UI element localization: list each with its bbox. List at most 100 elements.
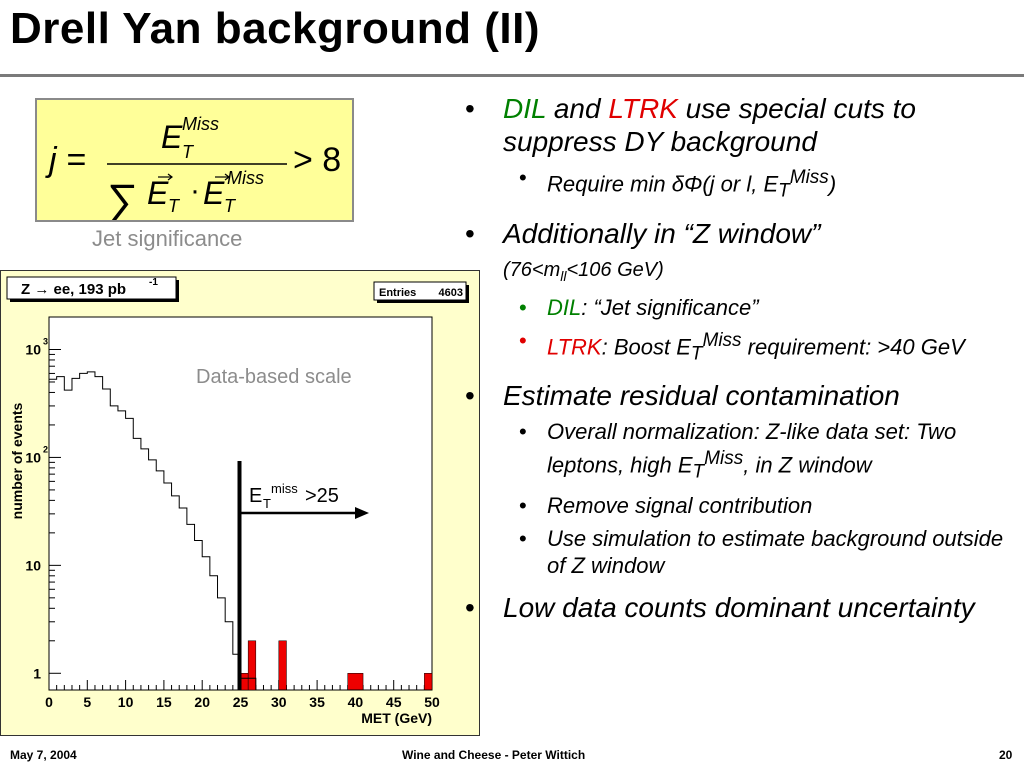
plot-label-shadow-b — [10, 299, 179, 302]
x-tick-label: 30 — [271, 694, 287, 710]
bullet-1-1-sup: Miss — [789, 167, 829, 188]
dil-term-2: DIL — [547, 294, 582, 320]
cut-label-e: E — [249, 485, 262, 507]
x-tick-label: 15 — [156, 694, 172, 710]
cut-label-value: >25 — [305, 485, 339, 507]
footer-page-number: 20 — [999, 748, 1013, 762]
x-tick-label: 25 — [233, 694, 249, 710]
cut-arrowhead — [355, 507, 369, 519]
sub-bullet-dot: • — [519, 419, 527, 445]
bullet-3-2-text: Remove signal contribution — [547, 493, 813, 519]
formula-sum-symbol: ∑ — [107, 176, 138, 220]
bullet-dot: • — [465, 380, 475, 412]
y-tick-label-sup: 2 — [43, 444, 48, 454]
y-axis-label: number of events — [9, 402, 25, 519]
bullet-2-2-sub: T — [690, 343, 703, 365]
formula-caption: Jet significance — [92, 226, 243, 251]
y-tick-label: 10 — [25, 449, 41, 465]
x-tick-label: 5 — [83, 694, 91, 710]
stats-shadow-r — [466, 285, 469, 303]
bullet-4-text: Low data counts dominant uncertainty — [503, 592, 975, 624]
cut-label-sub: T — [263, 496, 271, 511]
bullet-3-text: Estimate residual contamination — [503, 380, 900, 412]
range-pre: (76<m — [503, 258, 561, 281]
footer-center: Wine and Cheese - Peter Wittich — [402, 748, 586, 762]
formula-lhs: j = — [45, 141, 86, 179]
title-divider — [0, 74, 1024, 77]
bullet-2-text: Additionally in “Z window” — [503, 217, 821, 249]
stats-value: 4603 — [439, 287, 463, 299]
vector-arrowhead-1 — [167, 173, 173, 181]
bullet-2-2-pre: : Boost E — [601, 334, 691, 360]
dil-term: DIL — [503, 93, 547, 124]
bullet-3: • Estimate residual contamination • Over… — [455, 379, 1015, 579]
sub-bullet-dot: • — [519, 493, 527, 519]
slide-title: Drell Yan background (II) — [10, 4, 541, 53]
z-window-range: (76<mll<106 GeV) — [503, 258, 664, 284]
sub-bullet-dot: • — [519, 294, 527, 320]
footer-date: May 7, 2004 — [10, 748, 77, 762]
red-bin — [347, 673, 364, 691]
bullet-3-1-sup: Miss — [704, 448, 744, 470]
range-post: <106 GeV) — [566, 258, 664, 281]
formula-numerator-sup: Miss — [182, 114, 219, 134]
formula-den-e1: E — [147, 175, 169, 211]
bullet-1-rest: use special cuts to suppress DY backgrou… — [503, 93, 916, 157]
ltrk-term: LTRK — [608, 93, 678, 124]
bullet-3-3-text: Use simulation to estimate background ou… — [547, 526, 1004, 579]
bullet-1: • DIL and LTRK use special cuts to suppr… — [455, 92, 1015, 205]
formula-box: j = E T Miss ∑ E T · E T Miss > 8 — [35, 98, 354, 222]
formula-numerator: E — [161, 119, 183, 155]
bullet-dot: • — [465, 592, 475, 624]
bullet-2-1: • DIL: “Jet significance” — [455, 294, 1015, 321]
formula-rhs: > 8 — [293, 141, 341, 179]
x-tick-label: 40 — [348, 694, 364, 710]
stats-shadow-b — [377, 300, 469, 303]
ltrk-term-2: LTRK — [547, 334, 602, 360]
y-tick-label: 10 — [25, 341, 41, 357]
bullet-3-1: • Overall normalization: Z-like data set… — [455, 418, 1015, 486]
sub-bullet-dot: • — [519, 327, 527, 353]
scale-note: Data-based scale — [196, 366, 352, 388]
bullet-1-and: and — [546, 93, 609, 124]
red-bin — [424, 673, 433, 691]
bullet-2-2-sup: Miss — [702, 329, 742, 351]
formula-numerator-sub: T — [182, 142, 195, 162]
sub-bullet-dot: • — [519, 165, 527, 190]
bullet-dot: • — [465, 217, 475, 249]
formula-den-e1-sub: T — [168, 196, 181, 216]
bullet-2-1-rest: : “Jet significance” — [581, 294, 759, 320]
cut-label-sup: miss — [271, 481, 298, 496]
bullet-3-1-post: , in Z window — [743, 452, 872, 478]
formula-den-e2-sub: T — [224, 196, 237, 216]
bullet-2-2-post: requirement: >40 GeV — [741, 334, 965, 360]
formula-den-e2-sup: Miss — [227, 168, 264, 188]
red-bin — [278, 640, 287, 691]
x-tick-label: 35 — [309, 694, 325, 710]
bullet-3-2: • Remove signal contribution — [455, 492, 1015, 519]
bullet-1-1-pre: Require min δΦ(j or l, E — [547, 171, 779, 197]
bullet-dot: • — [465, 93, 475, 124]
stats-label: Entries — [379, 287, 416, 299]
bullet-3-3: • Use simulation to estimate background … — [455, 525, 1015, 579]
plot-label-sup: -1 — [149, 277, 158, 288]
red-bin — [240, 673, 249, 691]
plot-label: Z → ee, 193 pb — [21, 281, 126, 298]
range-sub: ll — [560, 267, 567, 284]
bullet-1-1: • Require min δΦ(j or l, ETMiss) — [455, 164, 1015, 205]
x-axis-label: MET (GeV) — [361, 710, 432, 726]
sub-bullet-dot: • — [519, 526, 527, 552]
bullet-1-1-sub: T — [778, 180, 790, 202]
bullet-4: • Low data counts dominant uncertainty — [455, 591, 1015, 624]
formula-den-e2: E — [203, 175, 225, 211]
histogram-outline — [48, 371, 432, 691]
bullet-2-2: • LTRK: Boost ETMiss requirement: >40 Ge… — [455, 327, 1015, 368]
red-bin — [247, 640, 257, 691]
x-tick-label: 0 — [45, 694, 53, 710]
y-tick-label: 10 — [25, 557, 41, 573]
bullet-1-1-post: ) — [828, 171, 837, 197]
bullet-2: • Additionally in “Z window” (76<mll<106… — [455, 217, 1015, 368]
vector-arrowhead-2 — [224, 173, 230, 181]
